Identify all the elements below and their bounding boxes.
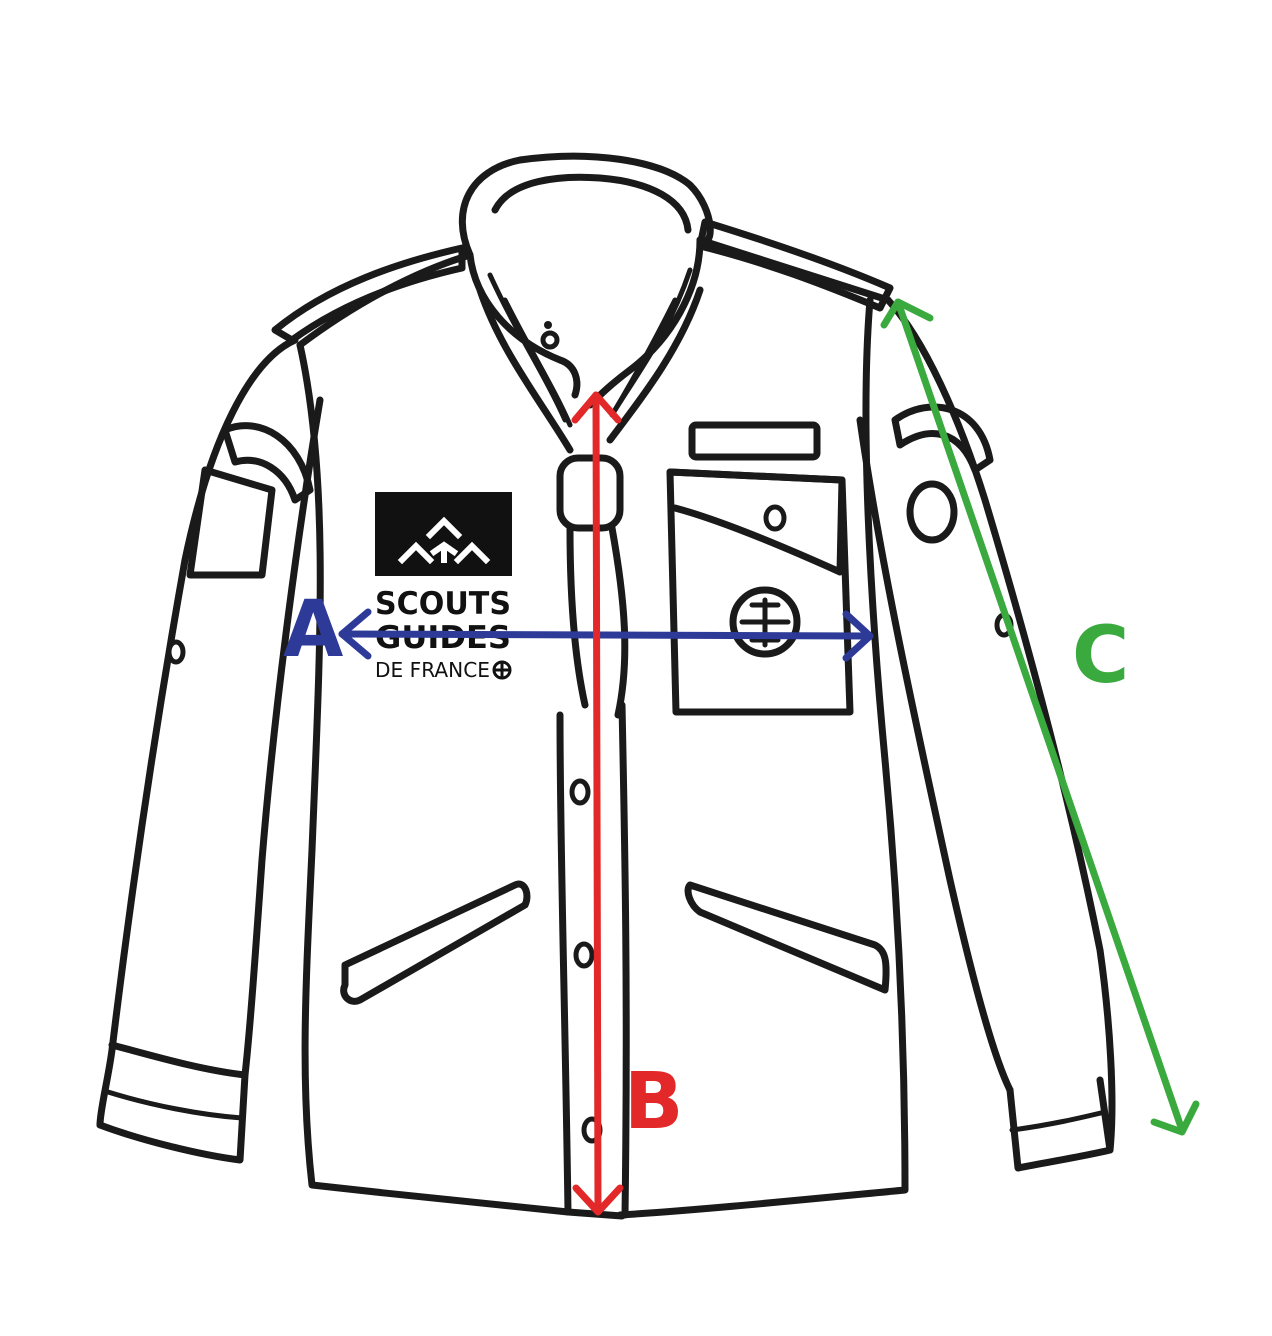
shirt-right-side (616, 296, 909, 1219)
left-sleeve-outer (96, 336, 299, 1129)
measurement-a-label: A (283, 585, 343, 675)
woggle (556, 454, 624, 532)
right-cuff (1006, 1076, 1114, 1172)
placket-left (556, 711, 572, 1216)
measurement-a: A (283, 585, 874, 675)
logo-cross-icon (492, 660, 512, 680)
shirt-illustration (96, 152, 1116, 1220)
collar-buttonhole (544, 321, 552, 329)
left-cuff-line (105, 1089, 245, 1121)
right-sleeve-badge (906, 480, 958, 544)
pocket-button (763, 504, 787, 532)
cross-badge-icon (729, 586, 801, 658)
collar-outer (458, 152, 714, 259)
scouts-guides-logo: SCOUTS GUIDES DE FRANCE (375, 492, 512, 682)
measurement-a-line (338, 630, 874, 640)
measurement-b: B (571, 391, 683, 1216)
right-pocket-flap (666, 468, 846, 576)
right-cuff-line (1009, 1109, 1108, 1133)
neckerchief-left (476, 286, 574, 454)
measurement-a-arrowhead-left (338, 608, 372, 660)
measurement-c-arrowhead-bottom (1150, 1100, 1200, 1136)
shirt-hem (564, 1208, 626, 1220)
left-sleeve-inner (241, 396, 324, 1079)
logo-text-scouts: SCOUTS (375, 586, 511, 622)
measurement-c-arrowhead-top (880, 298, 934, 329)
neckerchief-lines (487, 267, 693, 428)
measurement-c-label: C (1072, 611, 1129, 701)
right-sleeve-outer (884, 296, 1116, 1154)
measurement-b-line (592, 391, 602, 1214)
shirt-left-side (296, 341, 572, 1216)
right-shoulder (696, 236, 892, 304)
right-pocket-tab (688, 421, 821, 461)
logo-background (375, 492, 512, 576)
placket-right (618, 701, 630, 1219)
measurement-a-arrowhead-right (842, 610, 874, 662)
left-epaulette (271, 244, 466, 344)
measurement-b-label: B (624, 1057, 683, 1147)
right-lower-pocket (684, 881, 890, 994)
measurement-b-arrowhead-top (571, 391, 622, 424)
left-sleeve-chevron (221, 422, 314, 504)
shirt-button-1 (569, 778, 591, 806)
neckerchief-right (606, 286, 704, 444)
left-sleeve-button (166, 639, 186, 665)
left-cuff (96, 1041, 249, 1164)
left-lower-pocket (340, 880, 531, 1005)
right-sleeve-chevron (891, 403, 994, 474)
right-epaulette (696, 218, 894, 312)
measurement-b-arrowhead-bottom (572, 1184, 624, 1216)
left-sleeve-pocket (186, 466, 276, 579)
collar-button (540, 330, 560, 350)
shirt-button-2 (573, 941, 595, 969)
logo-text-de-france: DE FRANCE (375, 658, 490, 682)
logo-mountains-icon (397, 516, 491, 565)
measurement-c-line (894, 298, 1186, 1134)
neckerchief-tails (566, 524, 629, 719)
right-sleeve-inner (856, 416, 1014, 1094)
measurement-c: C (880, 298, 1200, 1136)
collar-inner (491, 173, 692, 234)
